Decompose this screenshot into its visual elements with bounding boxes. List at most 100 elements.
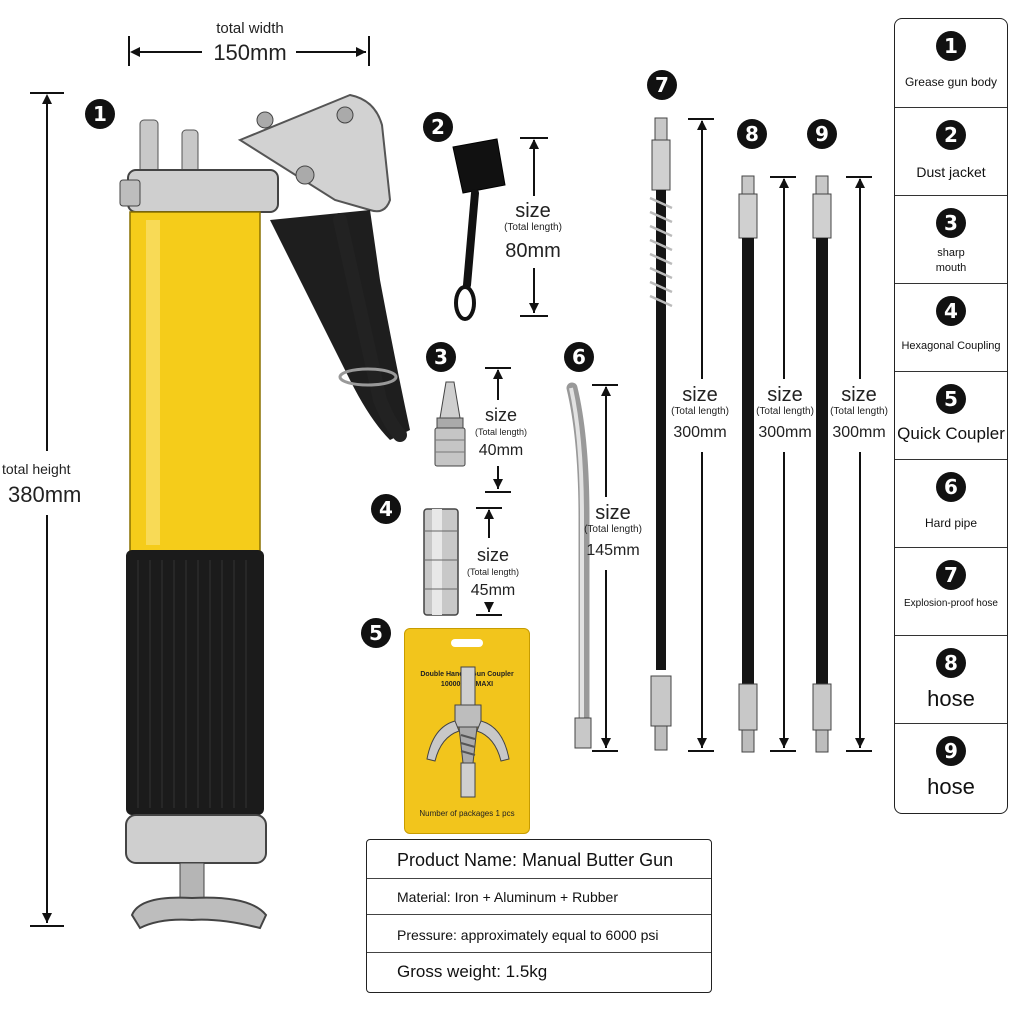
legend-badge-8: 8 bbox=[936, 648, 966, 678]
dim-7-bottom-tick bbox=[688, 750, 714, 752]
dim-8-text: size (Total length) 300mm bbox=[756, 384, 814, 441]
dim-2-text: size (Total length) 80mm bbox=[504, 200, 562, 262]
dim-6-line-bottom bbox=[605, 570, 607, 748]
spec-pressure: Pressure: approximately equal to 6000 ps… bbox=[367, 914, 711, 952]
part-badge-4: 4 bbox=[371, 494, 401, 524]
part-badge-9: 9 bbox=[807, 119, 837, 149]
dim-2-arrow-down bbox=[529, 303, 539, 313]
legend-label-5: Quick Coupler bbox=[897, 424, 1005, 443]
total-height-label: total height bbox=[2, 461, 71, 477]
hex-coupling-illustration bbox=[423, 508, 459, 616]
dim-2-line-bottom bbox=[533, 268, 535, 313]
legend-label-1: Grease gun body bbox=[904, 75, 998, 89]
total-width-value: 150mm bbox=[213, 40, 287, 65]
dim-7-line-bottom bbox=[701, 452, 703, 748]
legend-badge-5: 5 bbox=[936, 384, 966, 414]
dim-4-line-top bbox=[488, 510, 490, 538]
dust-jacket-illustration bbox=[452, 138, 506, 321]
legend-item-6: 6 Hard pipe bbox=[895, 459, 1007, 548]
dim-8-arrow-down bbox=[779, 738, 789, 748]
dim-4-bottom-tick bbox=[476, 614, 502, 616]
part-badge-7: 7 bbox=[647, 70, 677, 100]
package-footer: Number of packages 1 pcs bbox=[419, 809, 515, 818]
spec-material: Material: Iron + Aluminum + Rubber bbox=[367, 878, 711, 914]
dim-6-arrow-up bbox=[601, 386, 611, 396]
legend-label-6: Hard pipe bbox=[924, 516, 978, 530]
dim-3-line-bottom bbox=[497, 466, 499, 489]
width-dim-line-right bbox=[296, 51, 366, 53]
dim-2-top-tick bbox=[520, 137, 548, 139]
dim-7-text: size (Total length) 300mm bbox=[671, 384, 729, 441]
legend-label-4: Hexagonal Coupling bbox=[901, 340, 1001, 352]
hard-pipe-illustration bbox=[566, 382, 592, 749]
hose-9-illustration bbox=[812, 175, 832, 753]
legend-badge-7: 7 bbox=[936, 560, 966, 590]
dim-8-line-bottom bbox=[783, 452, 785, 748]
dim-3-bottom-tick bbox=[485, 491, 511, 493]
width-arrow-right bbox=[356, 47, 366, 57]
dim-9-arrow-up bbox=[855, 178, 865, 188]
dim-2-arrow-up bbox=[529, 139, 539, 149]
dim-9-arrow-down bbox=[855, 738, 865, 748]
dim-9-line-bottom bbox=[859, 452, 861, 748]
total-width-label: total width bbox=[216, 20, 284, 37]
sharp-mouth-illustration bbox=[434, 381, 466, 467]
dim-9-top-tick bbox=[846, 176, 872, 178]
legend-badge-9: 9 bbox=[936, 736, 966, 766]
dim-7-arrow-up bbox=[697, 120, 707, 130]
height-arrow-up bbox=[42, 94, 52, 104]
height-dim-top-tick bbox=[30, 92, 64, 94]
dim-4-arrow-up bbox=[484, 509, 494, 519]
grease-gun-illustration bbox=[119, 93, 410, 930]
part-badge-3: 3 bbox=[426, 342, 456, 372]
legend-item-3: 3 sharp mouth bbox=[895, 195, 1007, 284]
legend-badge-1: 1 bbox=[936, 31, 966, 61]
width-arrow-left bbox=[130, 47, 140, 57]
dim-8-bottom-tick bbox=[770, 750, 796, 752]
dim-6-arrow-down bbox=[601, 738, 611, 748]
dim-7-line-top bbox=[701, 121, 703, 379]
dim-9-bottom-tick bbox=[846, 750, 872, 752]
dim-3-line-top bbox=[497, 370, 499, 400]
package-hang-hole bbox=[451, 639, 483, 647]
parts-legend: 1 Grease gun body 2 Dust jacket 3 sharp … bbox=[894, 18, 1008, 814]
dim-3-top-tick bbox=[485, 367, 511, 369]
legend-label-3: sharp mouth bbox=[935, 247, 967, 274]
quick-coupler-package: Double Handle Gun Coupler 10000 PSI MAXI… bbox=[404, 628, 530, 834]
dim-3-arrow-down bbox=[493, 479, 503, 489]
legend-item-2: 2 Dust jacket bbox=[895, 107, 1007, 196]
legend-item-9: 9 hose bbox=[895, 723, 1007, 812]
part-badge-6: 6 bbox=[564, 342, 594, 372]
dim-8-top-tick bbox=[770, 176, 796, 178]
legend-label-7: Explosion-proof hose bbox=[904, 598, 998, 609]
legend-item-7: 7 Explosion-proof hose bbox=[895, 547, 1007, 636]
dim-6-line-top bbox=[605, 387, 607, 497]
dim-7-top-tick bbox=[688, 118, 714, 120]
legend-label-8: hose bbox=[927, 686, 975, 711]
spec-product-name: Product Name: Manual Butter Gun bbox=[397, 850, 674, 870]
legend-label-2: Dust jacket bbox=[916, 164, 986, 180]
legend-badge-4: 4 bbox=[936, 296, 966, 326]
dim-2-line-top bbox=[533, 140, 535, 196]
dim-2-bottom-tick bbox=[520, 315, 548, 317]
height-dim-line-bottom bbox=[46, 515, 48, 923]
spec-gross-weight: Gross weight: 1.5kg bbox=[367, 952, 711, 990]
explosion-proof-hose-illustration bbox=[649, 117, 673, 751]
legend-badge-3: 3 bbox=[936, 208, 966, 238]
total-height-value: 380mm bbox=[8, 482, 82, 507]
height-arrow-down bbox=[42, 913, 52, 923]
part-badge-8: 8 bbox=[737, 119, 767, 149]
dim-3-arrow-up bbox=[493, 369, 503, 379]
dim-4-arrow-down bbox=[484, 602, 494, 612]
dim-4-top-tick bbox=[476, 507, 502, 509]
dim-9-text: size (Total length) 300mm bbox=[830, 384, 888, 441]
legend-item-1: 1 Grease gun body bbox=[895, 19, 1007, 107]
width-dim-right-tick bbox=[368, 36, 370, 66]
part-badge-1: 1 bbox=[85, 99, 115, 129]
width-dim-left-tick bbox=[128, 36, 130, 66]
legend-badge-6: 6 bbox=[936, 472, 966, 502]
dim-7-arrow-down bbox=[697, 738, 707, 748]
legend-badge-2: 2 bbox=[936, 120, 966, 150]
dim-6-top-tick bbox=[592, 384, 618, 386]
width-dim-line-left bbox=[132, 51, 202, 53]
